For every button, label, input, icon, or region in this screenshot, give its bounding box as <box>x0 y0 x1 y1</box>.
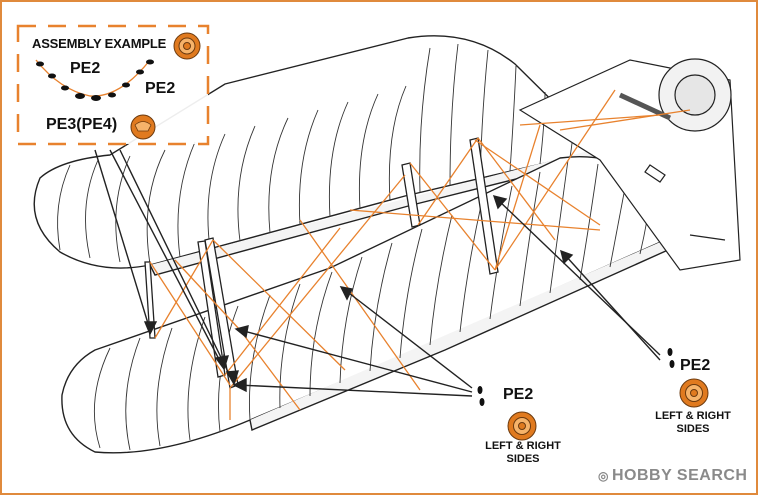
callout-center-sides-line1: LEFT & RIGHT <box>485 440 561 452</box>
callout-center-sides: LEFT & RIGHT SIDES <box>478 440 568 466</box>
callout-right-sides: LEFT & RIGHT SIDES <box>648 410 738 436</box>
pe-badge-icon <box>679 378 709 408</box>
rigging-wires <box>149 89 691 420</box>
assembly-example-title: ASSEMBLY EXAMPLE <box>32 36 167 51</box>
hobby-search-watermark: ◎HOBBY SEARCH <box>598 467 747 485</box>
pe2-link-icon <box>477 348 675 406</box>
pointer-arrows <box>94 149 661 397</box>
pe-bend-badge-icon <box>130 114 156 140</box>
inset-part-label-pe3: PE3(PE4) <box>46 116 118 133</box>
callout-center-sides-line2: SIDES <box>506 453 540 465</box>
callout-center-part: PE2 <box>503 386 534 403</box>
pe2-chain-illustration <box>35 59 154 101</box>
callout-right-part: PE2 <box>680 357 711 374</box>
hobby-search-logo-icon: ◎ <box>598 469 609 483</box>
watermark-text: HOBBY SEARCH <box>611 467 748 484</box>
inset-part-label-pe2-left: PE2 <box>70 60 101 77</box>
callout-right-sides-line1: LEFT & RIGHT <box>655 410 731 422</box>
pe-badge-icon <box>173 32 201 60</box>
pe-badge-icon <box>507 411 537 441</box>
fuselage <box>518 58 741 271</box>
inset-part-label-pe2-right: PE2 <box>145 80 176 97</box>
callout-right-sides-line2: SIDES <box>676 423 710 435</box>
